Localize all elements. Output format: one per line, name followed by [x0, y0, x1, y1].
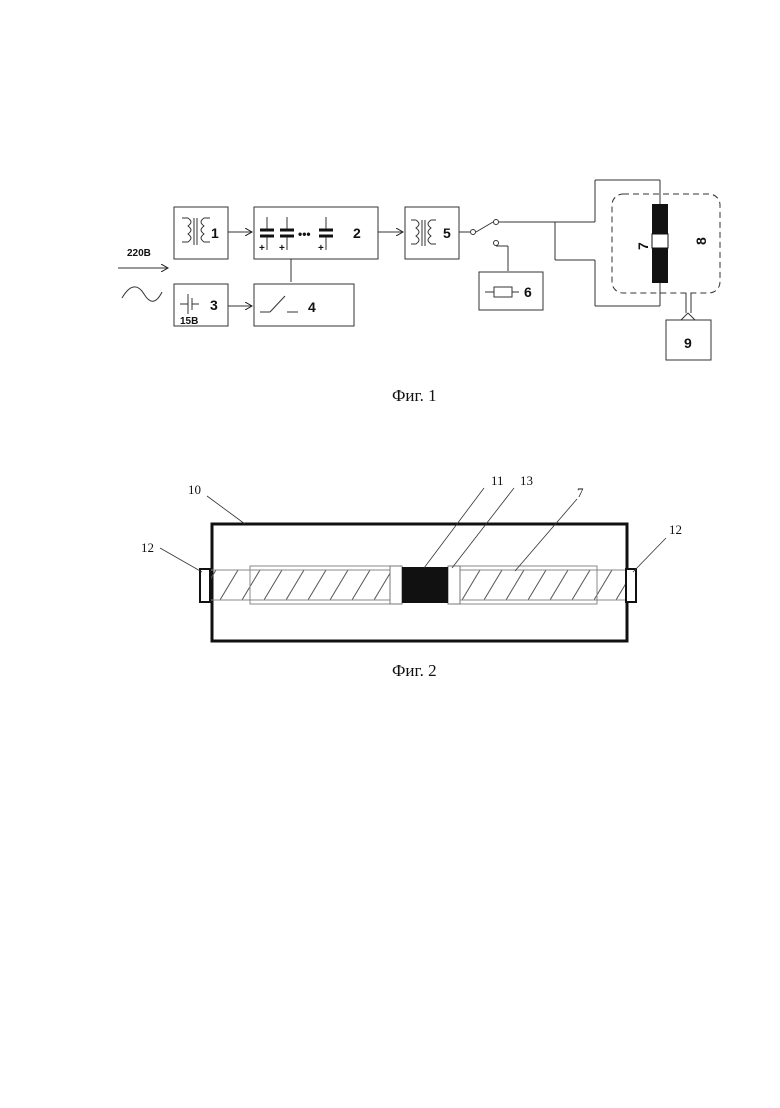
figure-1-caption: Фиг. 1 — [392, 386, 437, 405]
figure-2: 10 12 11 13 7 12 Фиг. 2 — [141, 473, 682, 680]
capacitor-plus-3: + — [318, 243, 324, 254]
block-7-label: 7 — [635, 242, 651, 250]
block-9-label: 9 — [684, 335, 692, 351]
spacer-13 — [448, 566, 460, 604]
ref-12-left: 12 — [141, 540, 154, 555]
block-2-label: 2 — [353, 225, 361, 241]
block-3-voltage: 15В — [180, 316, 198, 327]
block-3-label: 3 — [210, 297, 218, 313]
block-6-load: 6 — [479, 272, 543, 310]
block-6-label: 6 — [524, 284, 532, 300]
capacitor-plus-1: + — [259, 243, 265, 254]
block-4-switch: 4 — [254, 284, 354, 326]
ref-7: 7 — [577, 485, 584, 500]
end-cap-12-left — [200, 569, 210, 602]
input-voltage-label: 220В — [127, 248, 151, 259]
block-5-transformer: 5 — [405, 207, 459, 259]
changeover-switch — [459, 220, 555, 272]
block-1-label: 1 — [211, 225, 219, 241]
block-2-capacitor-bank: + + + ••• 2 — [254, 207, 378, 259]
figure-1: 220В 1 — [118, 180, 720, 405]
block-4-label: 4 — [308, 299, 316, 315]
ref-12-right: 12 — [669, 522, 682, 537]
block-3-battery: 3 15В — [174, 284, 228, 327]
leader-lines — [160, 488, 666, 572]
ref-10: 10 — [188, 482, 201, 497]
electrode-left — [204, 566, 390, 604]
spacer-left — [390, 566, 402, 604]
figure-2-caption: Фиг. 2 — [392, 661, 437, 680]
ref-13: 13 — [520, 473, 533, 488]
capacitor-plus-2: + — [279, 243, 285, 254]
electrode-right-7 — [460, 566, 632, 604]
block-7-specimen — [652, 204, 668, 283]
block-5-label: 5 — [443, 225, 451, 241]
ref-11: 11 — [491, 473, 504, 488]
ac-wave-icon — [122, 287, 162, 301]
sample-11 — [402, 567, 448, 603]
capacitor-dots: ••• — [298, 227, 311, 241]
block-8-label: 8 — [693, 237, 709, 245]
block-1-transformer: 1 — [174, 207, 228, 259]
end-cap-12-right — [626, 569, 636, 602]
